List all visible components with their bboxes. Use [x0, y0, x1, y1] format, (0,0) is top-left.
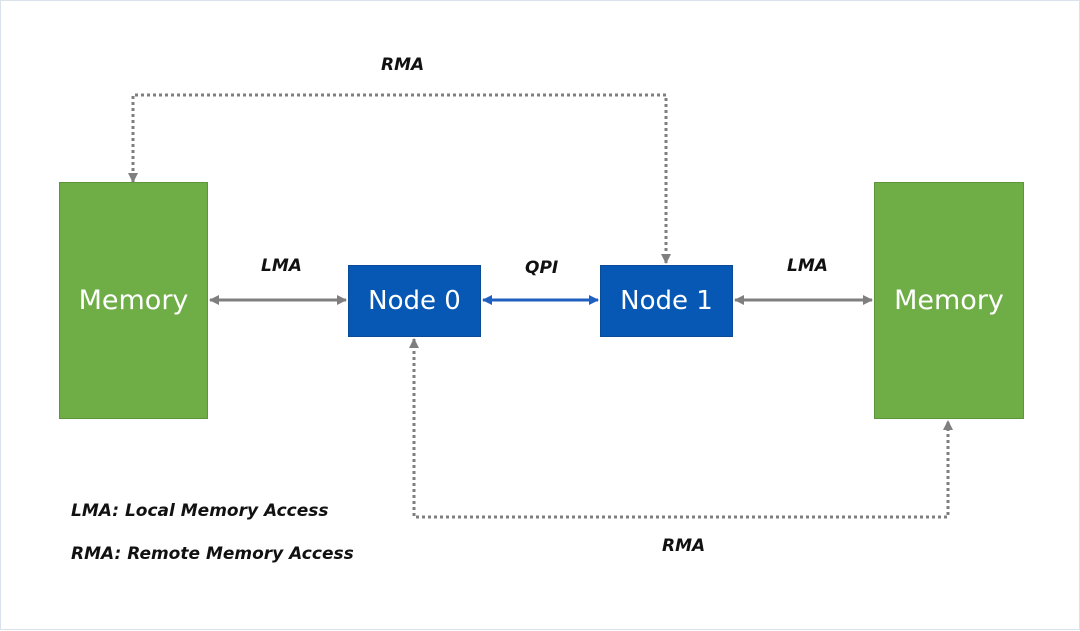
rma-top-arrow: [128, 93, 671, 264]
memory-right-label: Memory: [894, 285, 1004, 316]
memory-left-label: Memory: [78, 285, 189, 316]
legend-lma: LMA: Local Memory Access: [71, 501, 329, 521]
qpi-label: QPI: [525, 258, 559, 278]
node-0-box: Node 0: [348, 265, 481, 337]
lma-right-label: LMA: [787, 256, 828, 276]
legend-rma: RMA: Remote Memory Access: [71, 544, 354, 564]
node-1-label: Node 1: [620, 286, 713, 316]
rma-bottom-arrow: [409, 338, 953, 519]
node-1-box: Node 1: [600, 265, 733, 337]
memory-right-box: Memory: [874, 182, 1024, 419]
rma-top-label: RMA: [381, 55, 425, 75]
memory-left-box: Memory: [59, 182, 208, 419]
node-0-label: Node 0: [368, 286, 461, 316]
rma-bottom-label: RMA: [662, 536, 706, 556]
lma-left-label: LMA: [261, 256, 302, 276]
